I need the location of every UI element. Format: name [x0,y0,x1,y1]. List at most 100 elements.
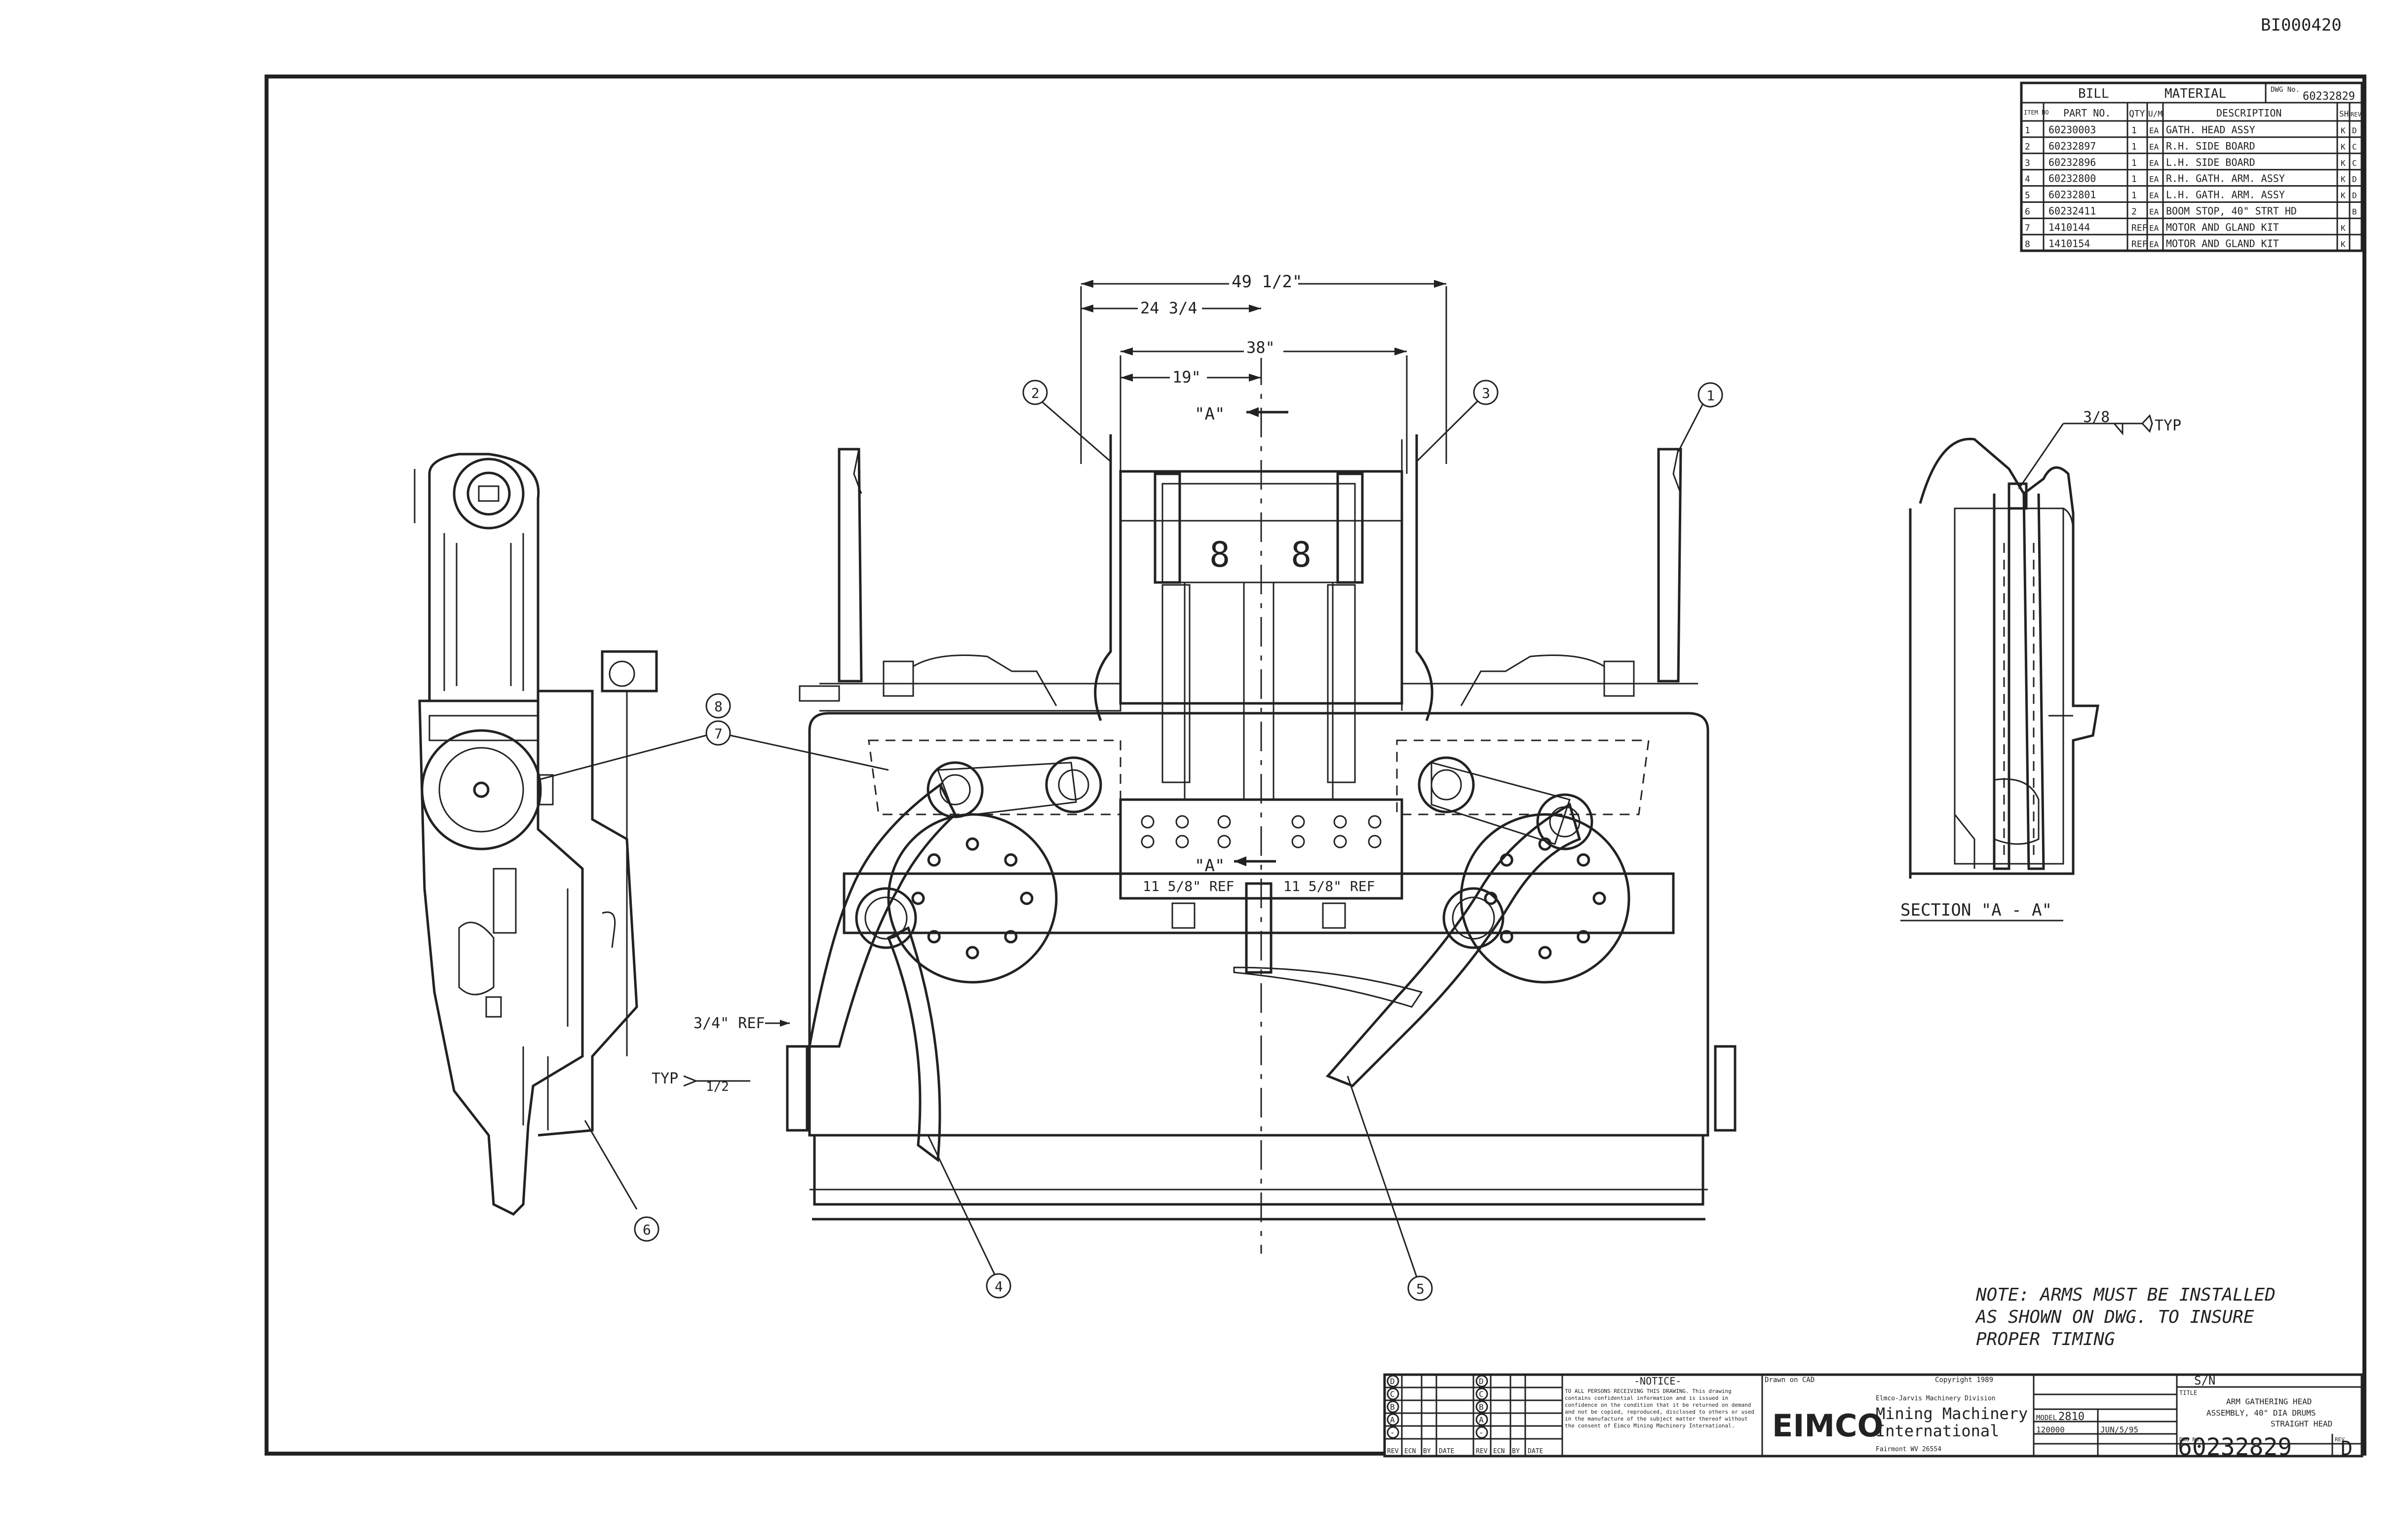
dim-ref-right: 11 5/8" REF [1283,878,1375,894]
company-line-1: Mining Machinery [1876,1404,2028,1423]
bom-dwg-label: DWG No. [2271,86,2300,94]
bom-cell: EA [2149,126,2159,135]
rev-header-date-l: DATE [1439,1448,1454,1455]
rev-letter: D [1479,1377,1484,1386]
rev-letter: A [1390,1415,1395,1424]
bom-cell: 60232800 [2048,173,2096,185]
bom-dwg-no: 60232829 [2303,90,2355,103]
typ-left: TYP [652,1070,678,1087]
balloon-8: 8 [714,698,723,715]
bom-cell: B [2352,207,2357,217]
section-a-a-callouts: 3/8 TYP SECTION "A - A" [1900,409,2181,922]
bolt-pattern [1141,815,1382,848]
bom-cell: L.H. GATH. ARM. ASSY [2166,189,2285,201]
note-line-3: PROPER TIMING [1976,1329,2115,1349]
bom-cell: 8 [2025,239,2030,249]
bom-cell: K [2341,158,2346,168]
drawing-border [265,75,2366,1456]
bom-cell: 1 [2131,158,2137,168]
bom-cell: REF [2131,223,2148,233]
rev-letter: A [1479,1415,1484,1424]
bom-header-desc: DESCRIPTION [2216,107,2281,119]
note-line-1: NOTE: ARMS MUST BE INSTALLED [1975,1285,2276,1305]
dim-overall: 49 1/2" [1232,272,1302,292]
notice-text: TO ALL PERSONS RECEIVING THIS DRAWING. T… [1565,1388,1755,1429]
title-line-3: STRAIGHT HEAD [2271,1419,2332,1428]
rev-header-date-r: DATE [1528,1448,1543,1455]
bom-cell: 2 [2131,207,2137,217]
weld-left: 1/2 [706,1079,729,1094]
typ-right: TYP [2155,417,2181,434]
bom-header-part: PART NO. [2063,107,2111,119]
bom-cell: 6 [2025,207,2030,217]
section-mark-mid: "A" [1195,856,1225,876]
balloon-7: 7 [714,726,723,742]
doc-id: BI000420 [2261,15,2342,35]
bom-cell: EA [2149,158,2159,168]
balloon-1: 1 [1706,387,1715,404]
dwg-number: 60232829 [2178,1433,2292,1461]
balloon-2: 2 [1031,385,1040,401]
dim-ref-left: 11 5/8" REF [1143,878,1234,894]
bom-header-um: U/M [2148,109,2163,118]
dim-inner: 38" [1246,338,1275,357]
address: Fairmont WV 26554 [1876,1446,1941,1453]
rev-header-rev-l: REV [1387,1448,1399,1455]
bom-cell: D [2352,175,2357,184]
company-line-2: International [1876,1422,1999,1440]
s-n-label: S/N [2194,1374,2215,1387]
bom-cell: D [2352,191,2357,200]
bom-cell: 1 [2131,191,2137,201]
bom-cell: BOOM STOP, 40" STRT HD [2166,205,2297,217]
rev-letter: B [1390,1402,1395,1412]
rev-letter: - [1390,1428,1395,1437]
rev-letter: B [1479,1402,1484,1412]
bom-cell: EA [2149,175,2159,184]
bom-cell: 1 [2131,142,2137,152]
bom-cell: K [2341,239,2346,249]
section-label: SECTION "A - A" [1900,900,2052,920]
dim-half-inner: 19" [1172,368,1201,386]
dim-half: 24 3/4 [1140,299,1198,317]
bom-cell: EA [2149,207,2159,217]
bom-header-item: ITEM NO [2024,109,2049,116]
dim-side-ref: 3/4" REF [694,1015,765,1032]
bom-cell: 5 [2025,191,2030,201]
bom-cell: 4 [2025,174,2030,185]
bom-cell: R.H. GATH. ARM. ASSY [2166,173,2285,185]
bom-cell: GATH. HEAD ASSY [2166,124,2255,136]
bom-cell: 1410144 [2048,221,2090,233]
item-balloons: 1 2 3 4 5 6 8 7 [538,380,1723,1301]
rev-value: D [2341,1437,2353,1460]
date-value: JUN/5/95 [2100,1425,2138,1434]
bom-cell: C [2352,142,2357,152]
model-label: MODEL [2036,1414,2057,1422]
notice-title: -NOTICE- [1634,1375,1681,1387]
rev-letter: C [1390,1389,1395,1399]
bom-header-qty: QTY [2129,109,2145,119]
bom-cell: REF [2131,239,2148,249]
bom-cell: MOTOR AND GLAND KIT [2166,221,2279,233]
bom-cell: 1 [2131,125,2137,136]
timing-note: NOTE: ARMS MUST BE INSTALLED AS SHOWN ON… [1975,1285,2276,1349]
bom-cell: K [2341,126,2346,135]
rev-header-by-l: BY [1423,1448,1431,1455]
bom-cell: EA [2149,142,2159,152]
bom-cell: MOTOR AND GLAND KIT [2166,237,2279,249]
bom-header-sh: SH [2339,109,2349,118]
bom-cell: C [2352,158,2357,168]
title-line-1: ARM GATHERING HEAD [2226,1397,2312,1406]
bom-cell: L.H. SIDE BOARD [2166,156,2255,168]
rev-label: REV [2335,1436,2345,1443]
rev-letter: D [1390,1377,1395,1386]
eimco-logo: EIMCO [1772,1408,1883,1444]
bom-title-right: MATERIAL [2164,86,2226,101]
bom-cell: K [2341,175,2346,184]
balloon-4: 4 [995,1278,1003,1295]
rev-header-ecn-r: ECN [1493,1448,1505,1455]
dwg-no-label: DWG No. [2179,1436,2202,1443]
bom-title-left: BILL [2078,86,2109,101]
drawn-on: Drawn on CAD [1765,1376,1815,1384]
